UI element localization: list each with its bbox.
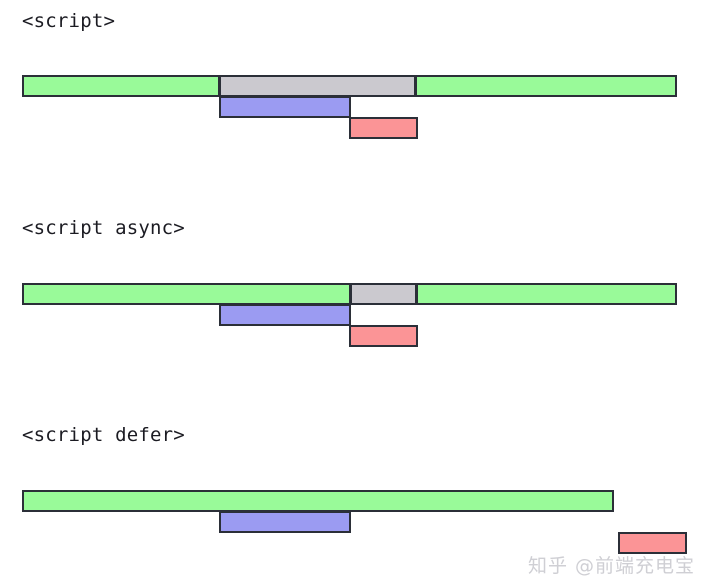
bar-script-defer-script-execution <box>618 532 687 554</box>
watermark: 知乎 @前端充电宝 <box>528 555 696 577</box>
bar-script-async-script-download <box>219 304 351 326</box>
bar-script-plain-html-parse-before <box>22 75 220 97</box>
bar-script-plain-html-parse-paused <box>219 75 416 97</box>
bar-script-plain-html-parse-after <box>415 75 677 97</box>
bar-script-plain-script-download <box>219 96 351 118</box>
bar-script-async-html-parse-before <box>22 283 351 305</box>
bar-script-defer-script-download <box>219 511 351 533</box>
bar-script-async-html-parse-after <box>416 283 677 305</box>
bar-script-async-html-parse-paused <box>350 283 417 305</box>
section-title-script-async: <script async> <box>22 217 185 239</box>
bar-script-plain-script-execution <box>349 117 418 139</box>
section-title-script-defer: <script defer> <box>22 424 185 446</box>
bar-script-async-script-execution <box>349 325 418 347</box>
section-title-script-plain: <script> <box>22 10 116 32</box>
bar-script-defer-html-parse <box>22 490 614 512</box>
